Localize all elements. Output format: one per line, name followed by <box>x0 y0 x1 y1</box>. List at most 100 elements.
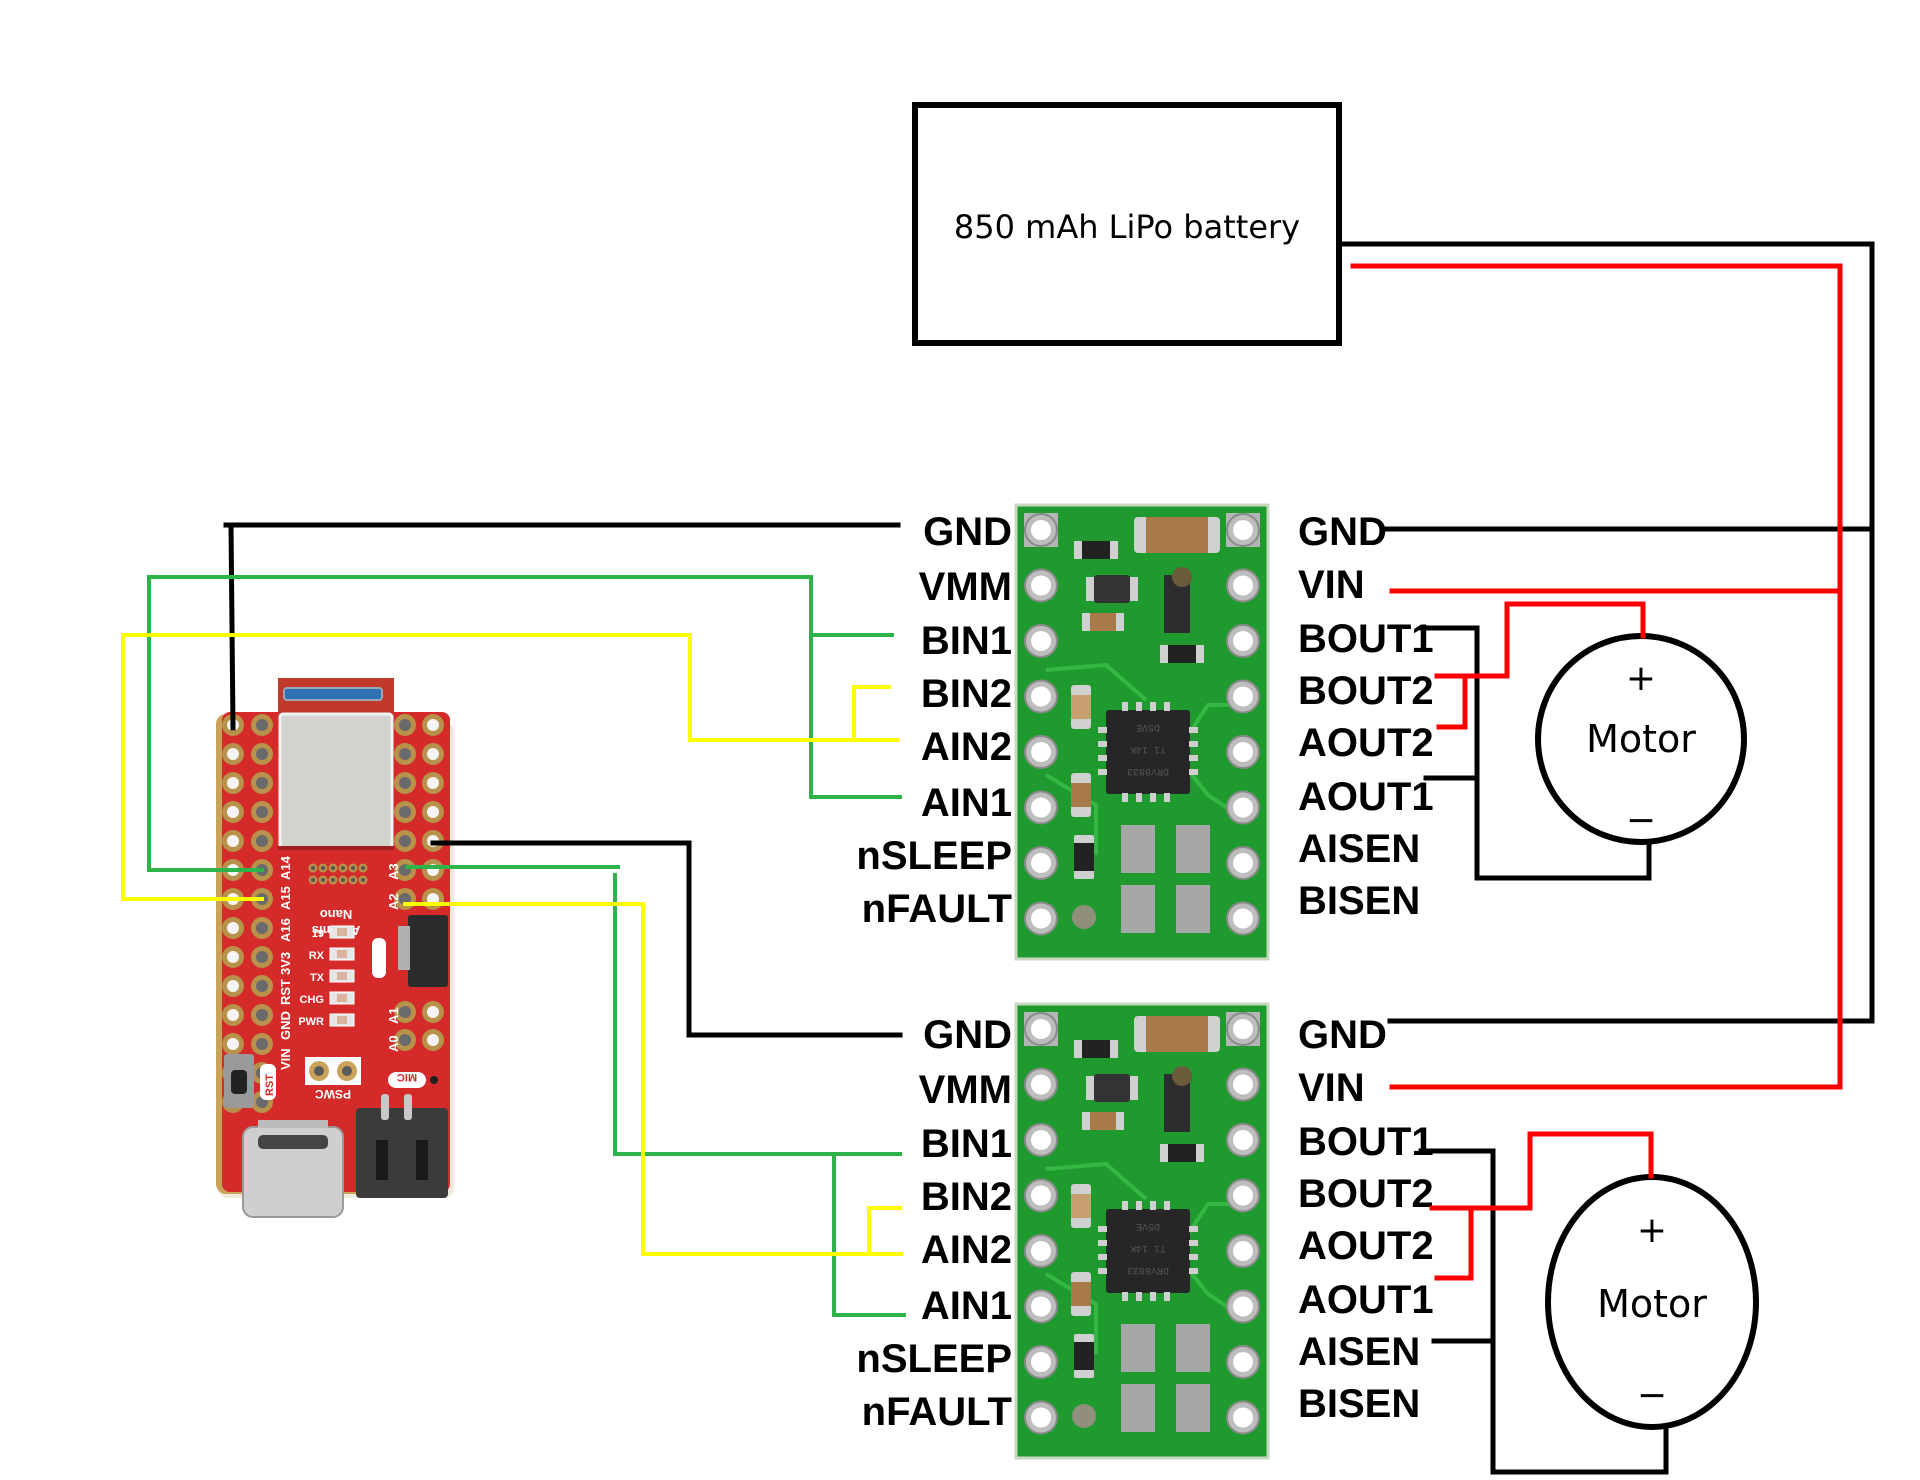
ic-lead <box>1150 1201 1156 1210</box>
jst-connector-body[interactable] <box>356 1108 448 1198</box>
silk-a16: A16 <box>278 918 293 942</box>
driver-pin-hole <box>1233 1296 1253 1317</box>
driver-via <box>1072 905 1096 929</box>
mic-hole <box>430 1076 438 1084</box>
ic-lead <box>1164 702 1170 711</box>
vcap1-body <box>1071 695 1091 719</box>
driver-pin-hole <box>1233 575 1253 596</box>
driver-trace <box>1045 662 1148 702</box>
driver-pin-hole <box>1031 1296 1051 1317</box>
artemis-pin-hole <box>399 777 411 789</box>
jst-battery-connector[interactable] <box>356 1094 448 1198</box>
status-led-lens <box>337 950 347 958</box>
transistor-pad <box>1172 567 1192 587</box>
driver-2-left-ain2: AIN2 <box>921 1228 1012 1272</box>
ic-marking: D5VE <box>1136 721 1160 732</box>
driver-pin-hole <box>1031 1185 1051 1206</box>
ic-lead <box>1150 702 1156 711</box>
artemis-pin-hole <box>427 748 439 760</box>
ic-lead <box>1189 1254 1198 1260</box>
driver-pin-hole <box>1031 1019 1051 1039</box>
mic-label: MIC <box>397 1071 417 1083</box>
artemis-silk-right: A3 A2 A1 A0 <box>386 863 401 1052</box>
driver-pin-hole <box>1233 742 1253 762</box>
diode-body <box>1094 575 1130 603</box>
driver-1-left-vmm: VMM <box>919 565 1012 609</box>
artemis-pin-hole <box>227 951 239 963</box>
motor-1-plus: + <box>1626 658 1656 699</box>
driver-pin-hole <box>1031 797 1051 818</box>
status-led-lens <box>337 994 347 1002</box>
driver-pin-hole <box>1031 1130 1051 1150</box>
wire-driver-1-bout2-motor-plus <box>1434 601 1646 679</box>
sense-pad <box>1121 1324 1155 1372</box>
artemis-pin-hole <box>227 835 239 847</box>
wire-driver-1-bout1-aout1 <box>1419 625 1652 881</box>
driver-1-left-nfault: nFAULT <box>862 887 1012 931</box>
mic-badge <box>388 1072 426 1088</box>
driver-2-left-vmm: VMM <box>919 1068 1012 1112</box>
ic-lead <box>1189 769 1198 775</box>
wire-driver-2-bout1-aout1 <box>1418 1148 1669 1475</box>
usb-c-contacts <box>258 1120 328 1128</box>
battery-label: 850 mAh LiPo battery <box>954 208 1300 246</box>
wire-a2-driver-2-ain2 <box>403 902 903 1256</box>
driver-1-left-ain2: AIN2 <box>921 725 1012 769</box>
ic-lead <box>1098 727 1107 733</box>
silk-gnd: GND <box>278 1011 293 1040</box>
reset-button[interactable]: RST <box>224 1054 276 1108</box>
ic-marking: T1 14K <box>1130 743 1166 754</box>
vcap2-body <box>1071 783 1091 807</box>
ic-lead <box>1098 1240 1107 1246</box>
diode-body <box>1094 1074 1130 1102</box>
driver-1-left-gnd: GND <box>923 510 1012 554</box>
ic-lead <box>1164 793 1170 802</box>
pswc-label: PSWC <box>315 1087 351 1101</box>
driver-1-right-aout2: AOUT2 <box>1298 721 1434 765</box>
artemis-pin-hole <box>227 1038 239 1050</box>
driver-2-left-ain1: AIN1 <box>921 1284 1012 1328</box>
driver-2-right-bout2: BOUT2 <box>1298 1172 1434 1216</box>
driver-trace <box>1186 703 1238 737</box>
driver-pin-hole <box>1233 797 1253 818</box>
driver-trace <box>1044 1272 1098 1354</box>
ic-marking: DRV8833 <box>1127 765 1169 776</box>
qwiic-connector-body <box>408 915 448 987</box>
artemis-pin-hole <box>399 748 411 760</box>
wire-a3-driver-2-bin1 <box>613 873 902 1156</box>
artemis-pin-hole <box>399 1034 411 1046</box>
artemis-pin-hole <box>227 980 239 992</box>
ic-lead <box>1136 1201 1142 1210</box>
driver-2-right-bisen: BISEN <box>1298 1382 1420 1426</box>
artemis-pin-hole <box>256 1009 268 1021</box>
reset-button-cap[interactable] <box>231 1070 247 1094</box>
driver-2-right-aout2: AOUT2 <box>1298 1224 1434 1268</box>
wire-driver-1-aout2 <box>1436 673 1468 730</box>
artemis-pin-hole <box>227 806 239 818</box>
prog-pad-hole <box>331 878 335 882</box>
driver-2-right-gnd: GND <box>1298 1013 1387 1057</box>
sense-res-body <box>1074 1342 1094 1370</box>
driver-pin-hole <box>1233 1019 1253 1039</box>
ic-lead <box>1189 755 1198 761</box>
ic-lead <box>1122 1201 1128 1210</box>
jst-pin-2 <box>404 1094 412 1120</box>
status-led-label: TX <box>310 972 325 984</box>
jst-pin-1 <box>381 1094 389 1120</box>
artemis-pin-hole <box>427 1006 439 1018</box>
driver-2-right-vin: VIN <box>1298 1066 1365 1110</box>
vcap1-body <box>1071 1194 1091 1218</box>
artemis-pin-hole <box>427 1034 439 1046</box>
driver-2-left-bin1: BIN1 <box>921 1122 1012 1166</box>
driver-pin-hole <box>1233 853 1253 873</box>
usb-c-connector[interactable] <box>242 1120 344 1218</box>
resistor2-body <box>1168 1144 1196 1162</box>
artemis-pin-hole <box>256 835 268 847</box>
jst-slot-1 <box>376 1140 388 1180</box>
ic-lead <box>1122 793 1128 802</box>
qwiic-connector <box>372 915 448 987</box>
silk-a14: A14 <box>278 855 293 880</box>
artemis-pin-hole <box>399 835 411 847</box>
driver-2-left-gnd: GND <box>923 1013 1012 1057</box>
